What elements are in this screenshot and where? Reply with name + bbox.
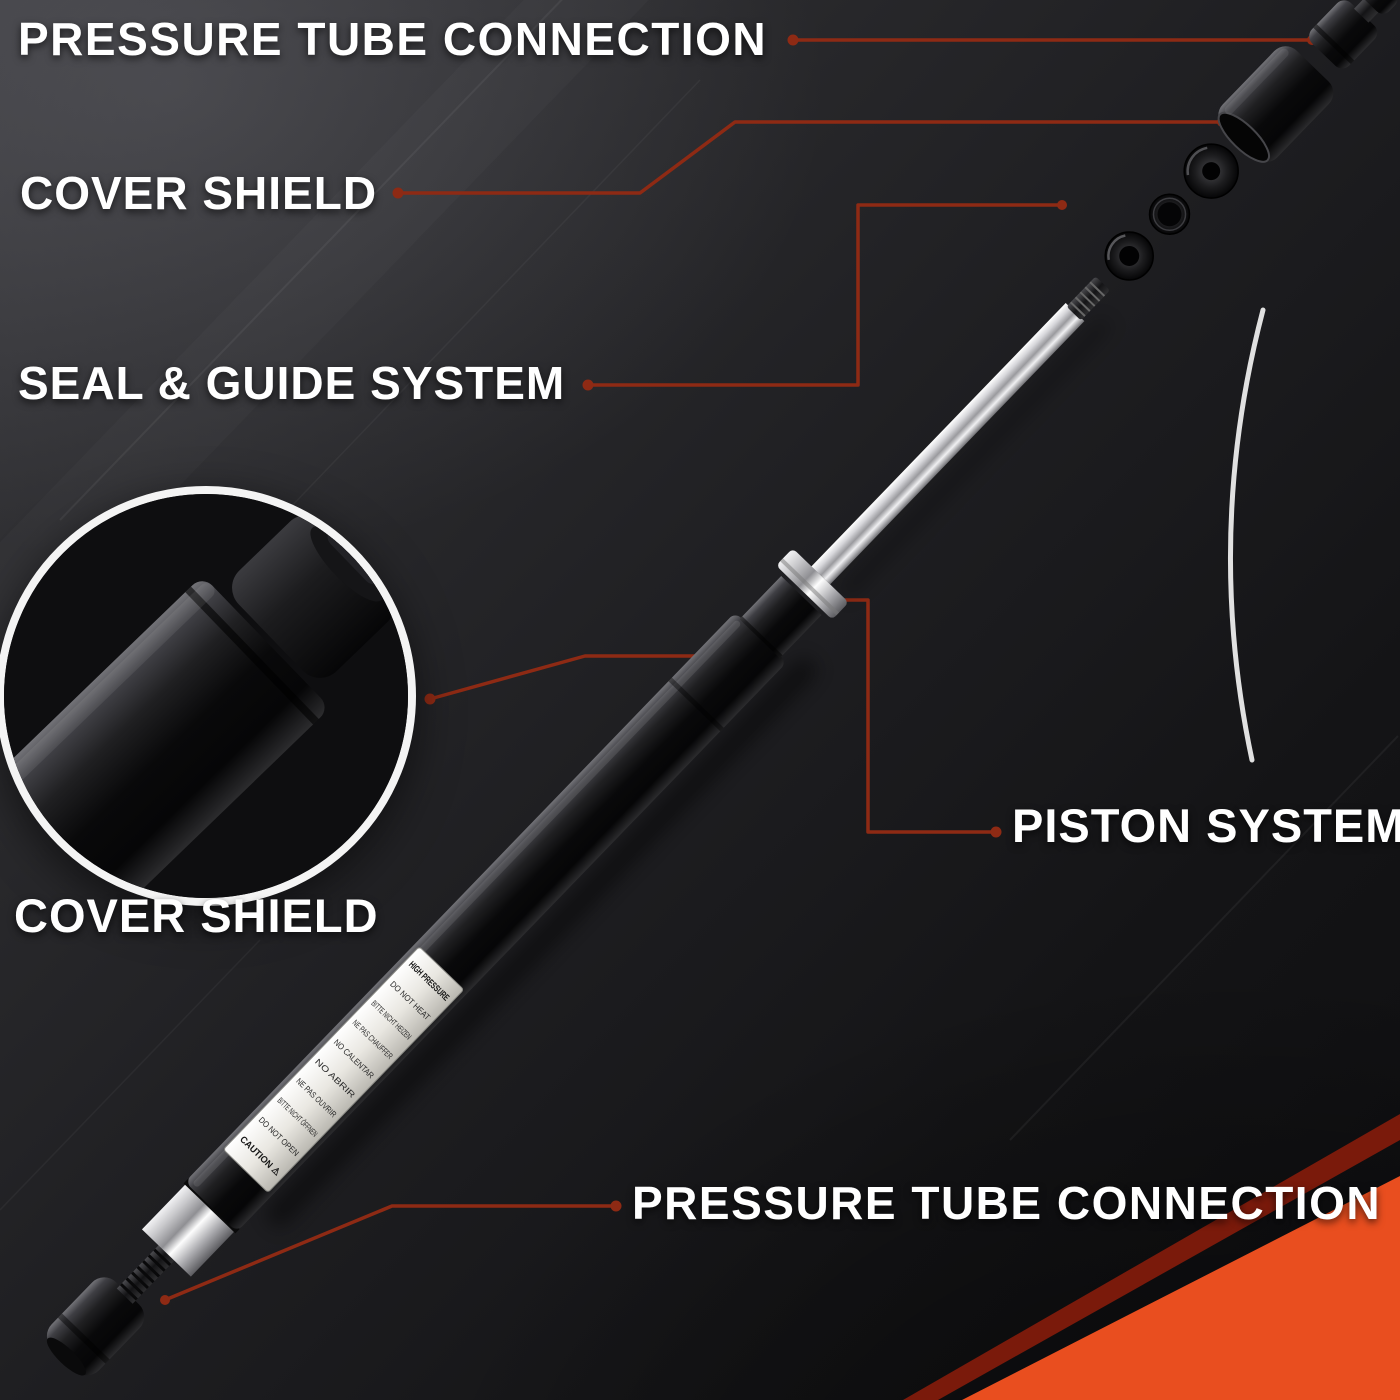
gas-strut: CAUTION ⚠ DO NOT OPEN BITTE NICHT ÖFFNEN… [46, 0, 1398, 1376]
leader-line-piston-system [823, 595, 1002, 838]
leader-lines [160, 34, 1317, 1305]
leader-line-pressure-tube-connection-top [787, 34, 1317, 46]
callout-cover-shield-bottom: COVER SHIELD [14, 889, 379, 942]
end-fitting-top [1309, 0, 1398, 69]
strut-shadow [266, 658, 817, 1227]
piston-rod [811, 277, 1109, 585]
caution-label-paper [224, 947, 464, 1192]
leader-line-seal-guide-system [582, 200, 1067, 391]
background-streaks [59, 0, 1399, 1141]
decorative-arc [1227, 307, 1266, 763]
callout-cover-shield-top: COVER SHIELD [20, 167, 378, 219]
callout-pressure-tube-connection-bottom: PRESSURE TUBE CONNECTION [632, 1177, 1382, 1229]
seal-flange-nut [1183, 143, 1239, 199]
callout-seal-guide-system: SEAL & GUIDE SYSTEM [18, 357, 566, 409]
cover-shield-inset [0, 486, 416, 906]
pressure-tube-cap [1217, 46, 1334, 163]
rod-shadow [841, 319, 1110, 597]
leader-line-pressure-tube-connection-bottom [160, 1200, 622, 1305]
piston-disc [778, 550, 847, 618]
guide-washer [1148, 193, 1191, 235]
rod-thread-ticks [1069, 281, 1106, 317]
callout-pressure-tube-connection-top: PRESSURE TUBE CONNECTION [18, 13, 768, 65]
inset-scene [4, 494, 408, 898]
thread-ticks [119, 1248, 172, 1301]
end-fitting-bottom [46, 1243, 176, 1376]
corner-ribbon [903, 1114, 1400, 1400]
corner-ribbon-orange [962, 1176, 1400, 1400]
corner-ribbon-dark-stripe [903, 1114, 1400, 1400]
seal-nut [1104, 231, 1154, 281]
callout-piston-system: PISTON SYSTEM [1012, 799, 1400, 852]
cover-shield-neck [739, 576, 822, 659]
